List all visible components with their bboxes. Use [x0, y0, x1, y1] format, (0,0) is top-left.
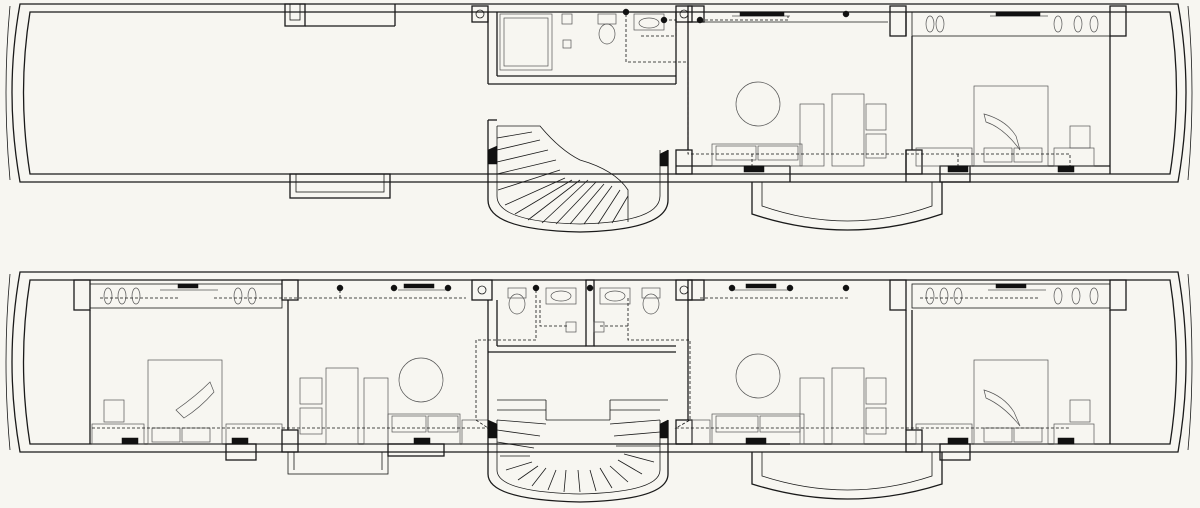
upper-socket-3	[1057, 165, 1075, 173]
lower-socket-4	[745, 437, 767, 445]
upper-shower-drain	[561, 13, 573, 25]
upper-bathtub	[499, 13, 553, 71]
lower-right-sink	[599, 287, 631, 305]
lower-right-toilet	[641, 287, 661, 299]
lower-socket-2	[231, 437, 249, 445]
upper-balcony	[751, 182, 943, 231]
upper-floor-plan	[5, 3, 1193, 233]
lower-left-round-table	[398, 357, 444, 403]
upper-bay-window	[289, 173, 391, 199]
upper-toilet	[597, 13, 617, 25]
upper-stair-treads	[496, 131, 629, 225]
lower-socket-5	[947, 437, 969, 445]
upper-socket-2	[947, 165, 969, 173]
upper-sink	[633, 13, 665, 31]
lower-left-bay-window	[287, 451, 389, 475]
upper-exterior-wall	[11, 3, 1187, 183]
lower-right-sofa	[691, 419, 711, 445]
lower-left-toilet	[507, 287, 527, 299]
lower-socket-6	[1057, 437, 1075, 445]
lower-floor-plan	[5, 271, 1193, 503]
upper-socket-1	[743, 165, 765, 173]
lower-exterior-wall	[11, 271, 1187, 453]
lower-right-round-table	[735, 353, 781, 399]
lower-stair-treads	[496, 409, 661, 493]
lower-stair-enclosure	[487, 420, 669, 503]
upper-round-table	[735, 81, 781, 127]
lower-socket-3	[413, 437, 431, 445]
lower-left-bed	[147, 359, 223, 445]
upper-bed	[973, 85, 1049, 167]
electrical-fixtures	[121, 8, 1075, 445]
lower-left-sink	[545, 287, 577, 305]
lower-balcony	[751, 452, 943, 500]
upper-sofa	[711, 143, 803, 167]
electrical-wiring	[92, 13, 1071, 429]
upper-stair-enclosure	[487, 120, 669, 233]
lower-right-bed	[973, 359, 1049, 445]
upper-column-1	[471, 5, 489, 23]
upper-desk	[831, 93, 865, 167]
upper-column-2	[675, 5, 693, 23]
lower-socket-1	[121, 437, 139, 445]
